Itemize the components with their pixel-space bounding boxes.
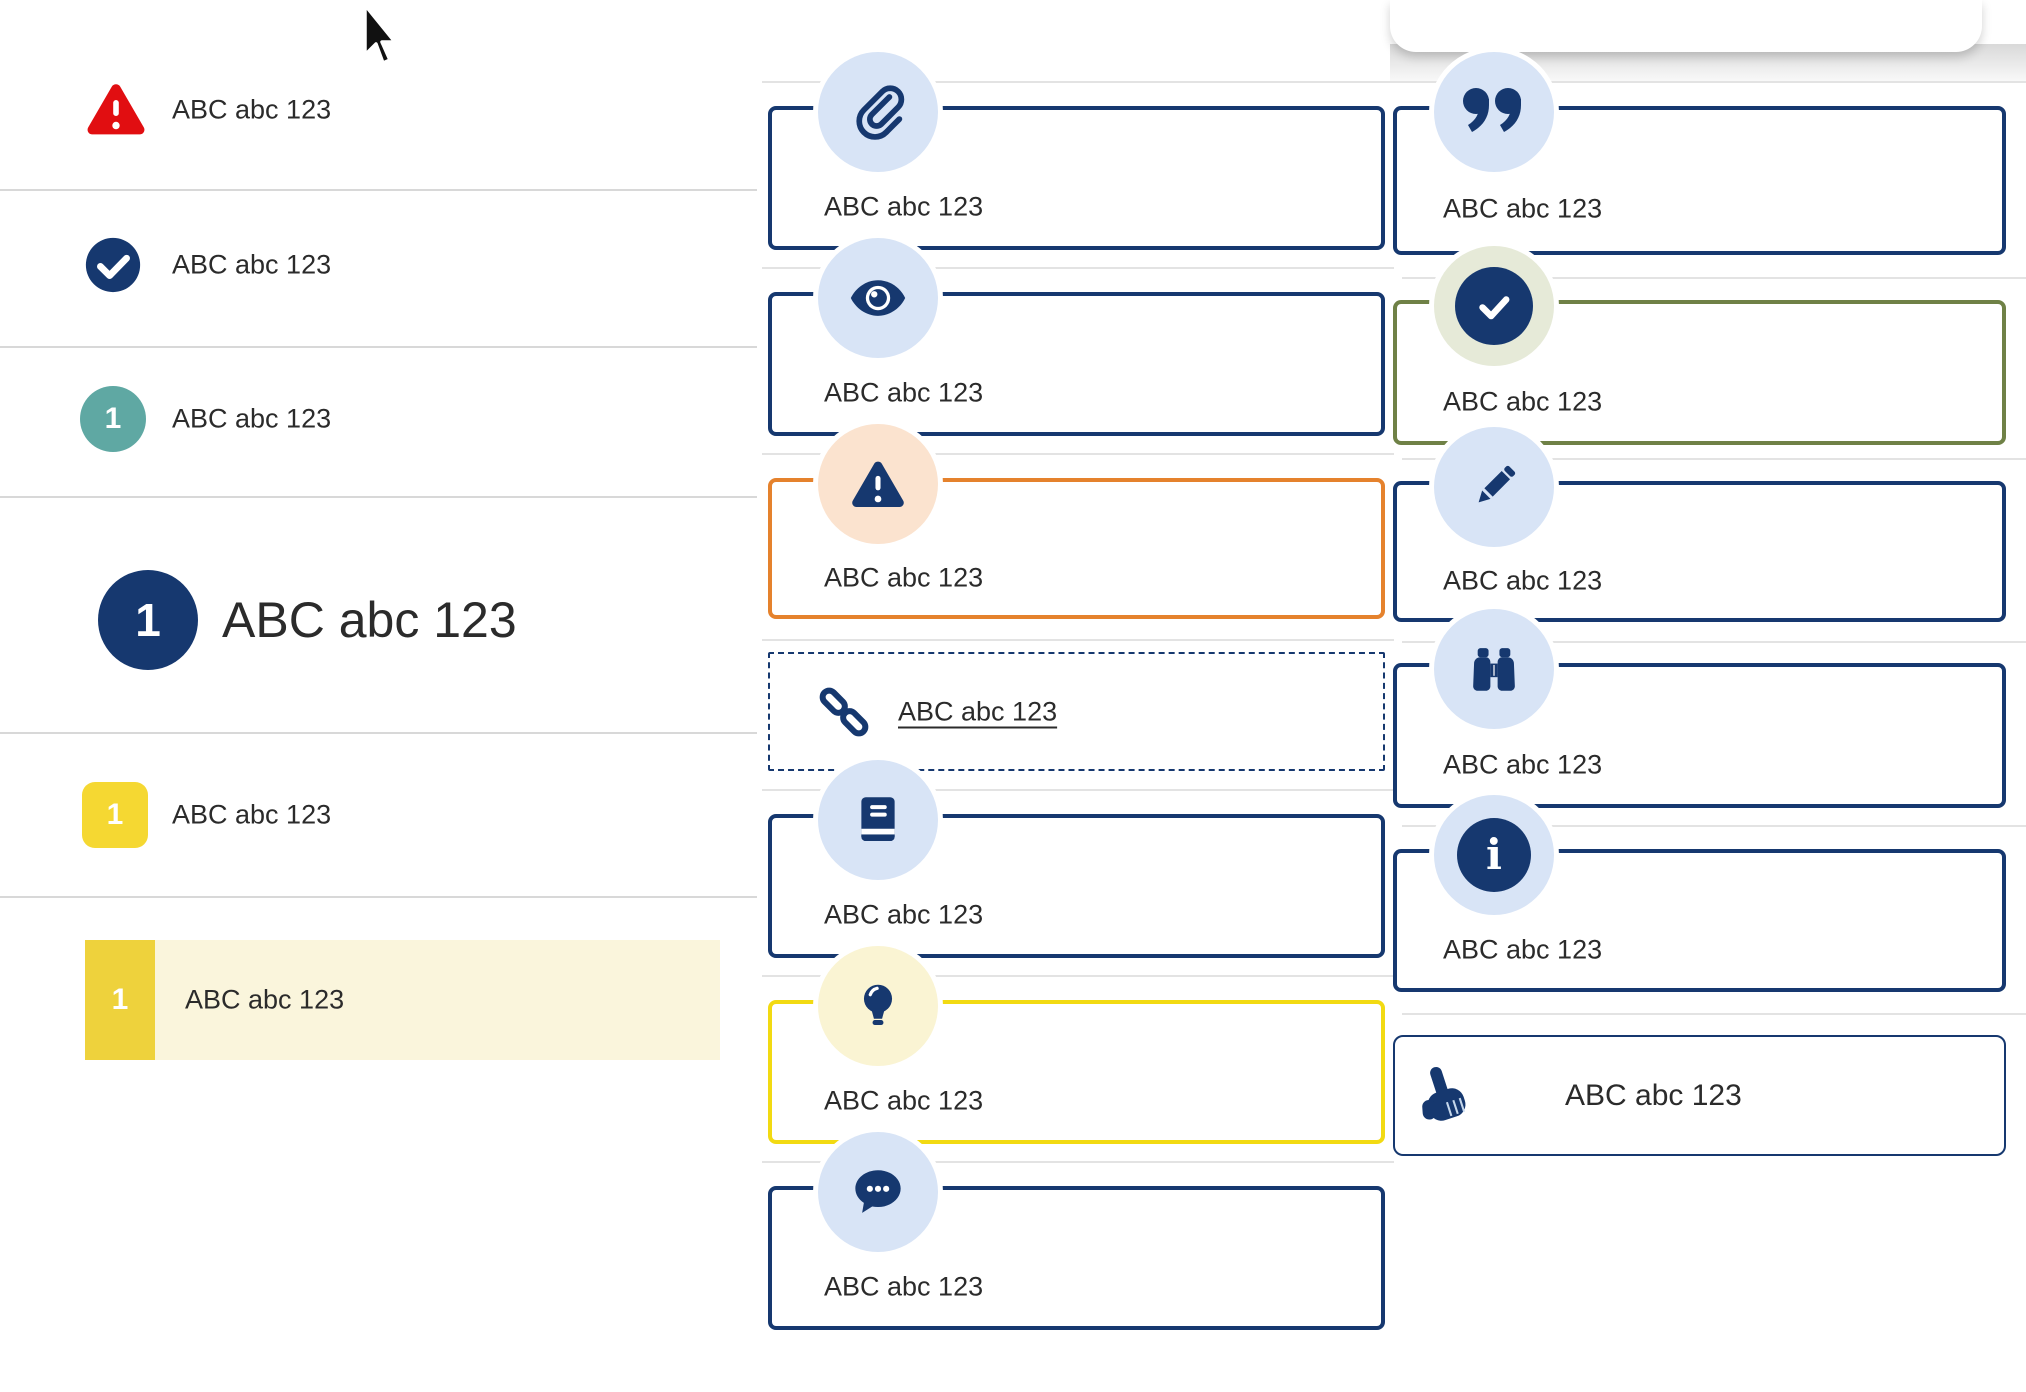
row-separator xyxy=(1402,1013,2026,1015)
row-separator xyxy=(1402,825,2026,827)
callout-attachment: ABC abc 123 xyxy=(768,52,1385,250)
list-item-label: ABC abc 123 xyxy=(222,592,517,648)
eye-icon xyxy=(850,280,906,316)
link-icon xyxy=(819,687,869,736)
list-item-label: ABC abc 123 xyxy=(185,984,345,1015)
list-item-label: ABC abc 123 xyxy=(172,249,332,280)
callout-link[interactable]: ABC abc 123 xyxy=(768,652,1385,771)
callout-label: ABC abc 123 xyxy=(1443,193,1603,224)
row-separator xyxy=(762,975,1394,977)
callout-badge xyxy=(1434,246,1554,366)
callout-tip: ABC abc 123 xyxy=(768,946,1385,1144)
list-item-label: ABC abc 123 xyxy=(172,799,332,830)
callout-warning: ABC abc 123 xyxy=(768,424,1385,619)
row-separator xyxy=(762,639,1394,641)
list-item-label: ABC abc 123 xyxy=(172,403,332,434)
callout-badge: i xyxy=(1434,795,1554,915)
check-icon xyxy=(1479,296,1510,320)
callout-label: ABC abc 123 xyxy=(824,1271,984,1302)
callout-label: ABC abc 123 xyxy=(1443,749,1603,780)
callout-label: ABC abc 123 xyxy=(824,1085,984,1116)
callout-badge xyxy=(1434,609,1554,729)
warning-icon xyxy=(852,461,904,508)
callout-badge xyxy=(1434,427,1554,547)
callout-badge xyxy=(1434,52,1554,172)
callout-quote: ABC abc 123 xyxy=(1393,52,2006,255)
callout-label: ABC abc 123 xyxy=(824,899,984,930)
callout-badge xyxy=(818,424,938,544)
callout-view: ABC abc 123 xyxy=(768,238,1385,436)
callout-comment: ABC abc 123 xyxy=(768,1132,1385,1330)
number-badge: 1 xyxy=(80,386,146,452)
callout-label: ABC abc 123 xyxy=(824,562,984,593)
callout-explore: ABC abc 123 xyxy=(1393,609,2006,808)
callout-label: ABC abc 123 xyxy=(824,377,984,408)
row-separator xyxy=(1402,458,2026,460)
badge-number: 1 xyxy=(135,594,161,646)
callout-label: ABC abc 123 xyxy=(1443,386,1603,417)
row-separator xyxy=(1402,277,2026,279)
mouse-cursor xyxy=(363,3,397,65)
callout-label: ABC abc 123 xyxy=(1443,934,1603,965)
callout-label: ABC abc 123 xyxy=(824,191,984,222)
callout-badge xyxy=(818,1132,938,1252)
lightbulb-icon xyxy=(863,984,893,1026)
callout-badge xyxy=(818,760,938,880)
row-separator xyxy=(762,453,1394,455)
callout-badge xyxy=(818,52,938,172)
callout-action-label[interactable]: ABC abc 123 xyxy=(1565,1078,1742,1112)
row-separator xyxy=(762,81,2026,83)
check-circle-icon xyxy=(85,237,141,293)
binoculars-icon xyxy=(1473,648,1515,691)
callout-action[interactable]: ABC abc 123 xyxy=(1393,1035,2006,1156)
badge-number: 1 xyxy=(111,983,129,1016)
row-separator xyxy=(1402,641,2026,643)
info-icon: i xyxy=(1486,830,1502,879)
number-badge-large: 1 xyxy=(98,570,198,670)
partial-card-bottom xyxy=(1390,0,1982,52)
hand-pointer-icon xyxy=(1422,1066,1466,1121)
row-separator xyxy=(762,267,1394,269)
badge-number: 1 xyxy=(106,798,124,831)
divider xyxy=(0,896,757,898)
list-item-label: ABC abc 123 xyxy=(172,94,332,125)
divider xyxy=(0,189,757,191)
divider xyxy=(0,346,757,348)
row-separator xyxy=(762,1161,1394,1163)
quote-icon xyxy=(1463,88,1521,132)
highlighted-row xyxy=(155,940,720,1060)
book-icon xyxy=(861,797,895,841)
paperclip-icon xyxy=(856,85,905,140)
callout-edit: ABC abc 123 xyxy=(1393,427,2006,622)
row-separator xyxy=(762,789,1394,791)
chat-icon xyxy=(855,1170,901,1213)
callout-badge xyxy=(818,946,938,1066)
callout-success: ABC abc 123 xyxy=(1393,246,2006,445)
number-square-badge: 1 xyxy=(82,782,148,848)
callout-badge xyxy=(818,238,938,358)
callout-reference: ABC abc 123 xyxy=(768,760,1385,958)
callout-info: i ABC abc 123 xyxy=(1393,795,2006,992)
callout-label: ABC abc 123 xyxy=(1443,565,1603,596)
number-bar-badge: 1 xyxy=(85,940,155,1060)
callout-link-text[interactable]: ABC abc 123 xyxy=(898,696,1058,726)
badge-number: 1 xyxy=(104,402,122,435)
divider xyxy=(0,496,757,498)
warning-triangle-icon xyxy=(87,84,145,135)
divider xyxy=(0,732,757,734)
pencil-icon xyxy=(1478,465,1516,503)
